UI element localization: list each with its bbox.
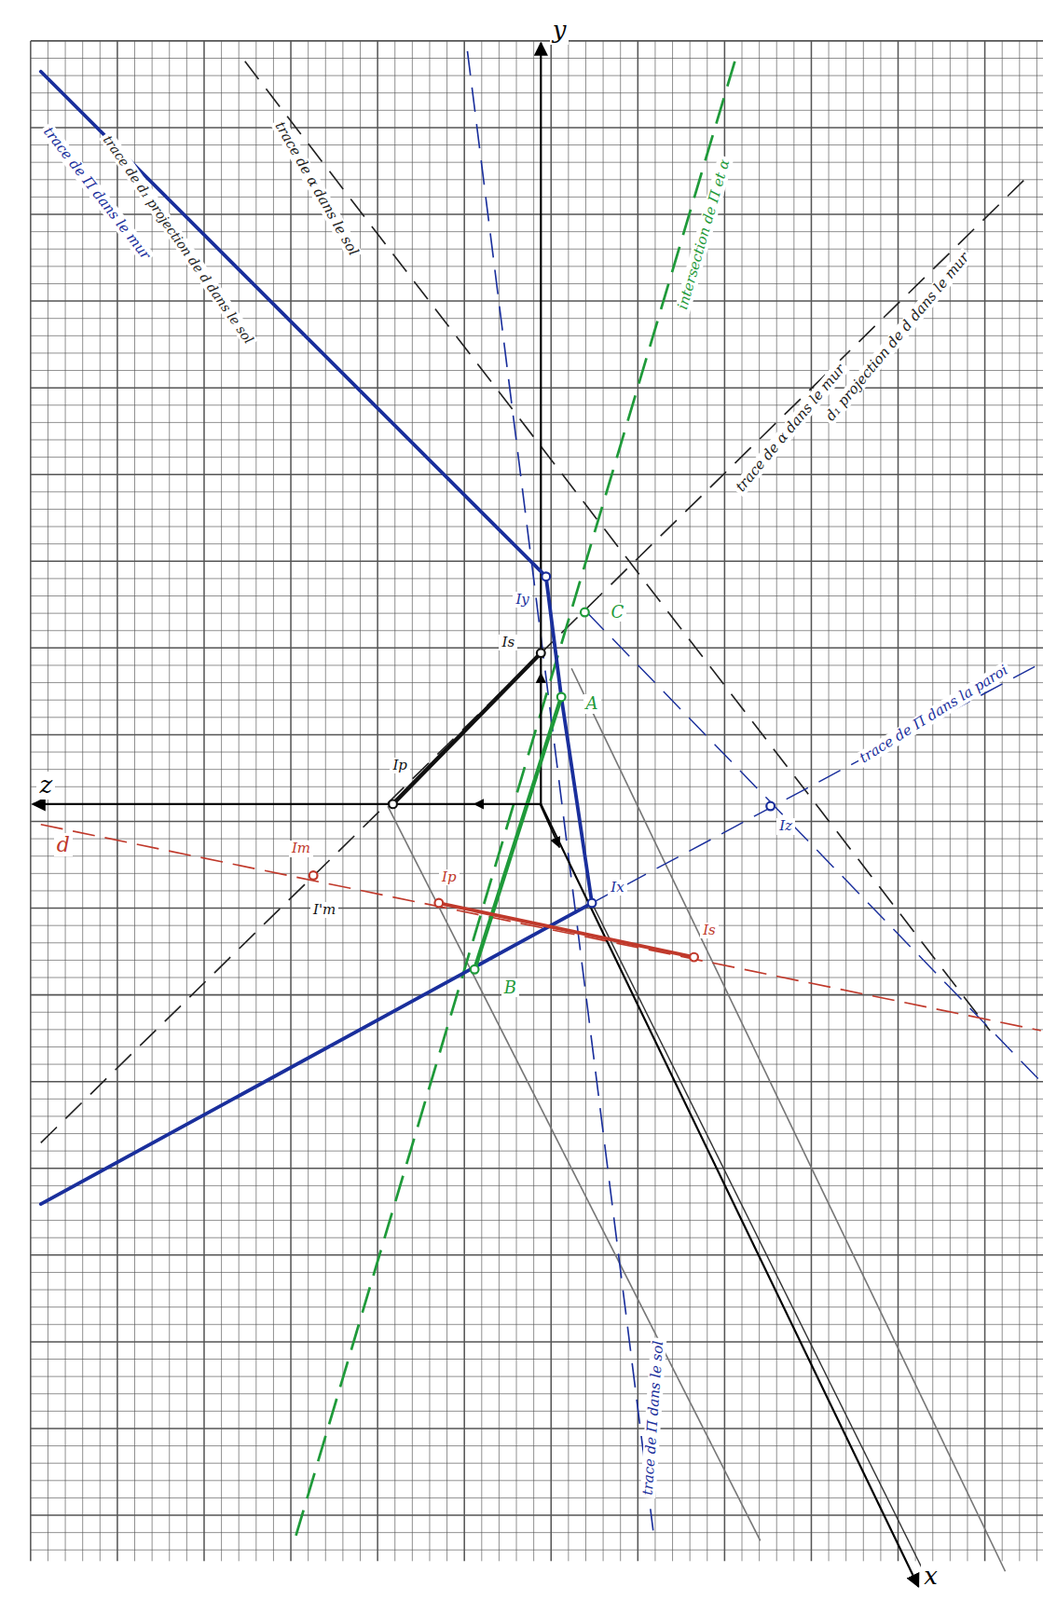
point-label: Ix <box>607 879 627 896</box>
point-label: Ip <box>389 757 411 774</box>
point-label: Is <box>498 634 518 651</box>
point-label: C <box>608 603 628 623</box>
trace-label: trace de Π dans le sol <box>639 1338 667 1500</box>
axis-label: z <box>36 771 55 800</box>
axes <box>32 42 919 1588</box>
point-label: Im <box>288 840 314 857</box>
point-label: A <box>583 694 602 714</box>
line-label: d <box>54 833 73 857</box>
point-label: Is <box>699 922 719 939</box>
point-label: B <box>501 978 520 999</box>
axis-label: y <box>549 16 570 45</box>
point-label: Iz <box>776 818 796 835</box>
axis-label: x <box>920 1563 941 1592</box>
trace-label: trace de α dans le sol <box>270 116 363 261</box>
point-label: I'm <box>310 902 339 919</box>
point-label: Ip <box>439 869 460 886</box>
points <box>309 572 775 974</box>
trace-label: trace de α dans le mur <box>731 359 851 498</box>
point-label: Iy <box>512 591 532 608</box>
